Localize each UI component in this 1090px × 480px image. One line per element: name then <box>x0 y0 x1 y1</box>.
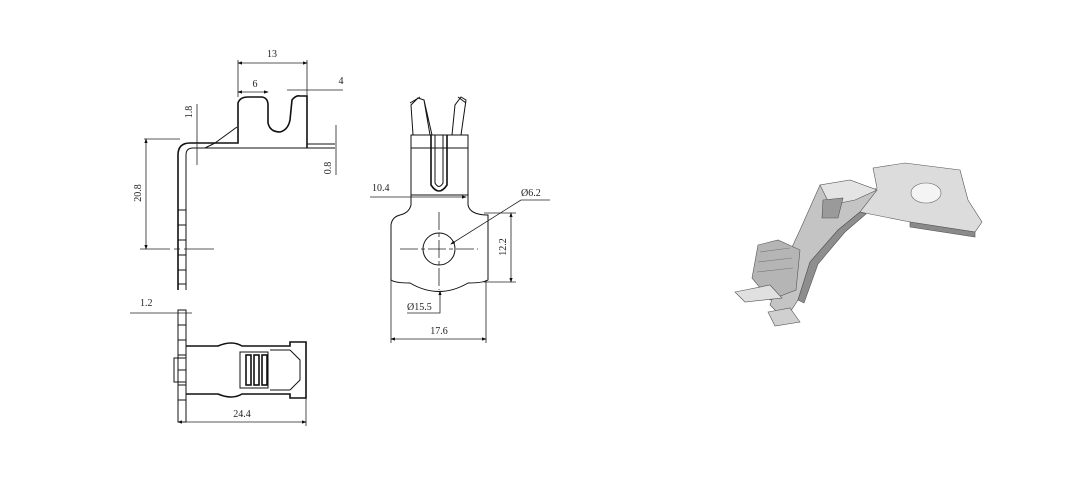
3d-render <box>734 162 983 327</box>
dim-12.2-label: 12.2 <box>498 238 509 256</box>
front-view: 10.4 Ø6.2 12.2 Ø15.5 17.6 <box>370 96 550 343</box>
dim-0.8-label: 0.8 <box>323 162 334 175</box>
dim-15.5-label: Ø15.5 <box>407 302 432 313</box>
dim-10.4-label: 10.4 <box>372 183 390 194</box>
dim-1.8-label: 1.8 <box>184 106 195 119</box>
dim-20.8-label: 20.8 <box>133 184 144 202</box>
dim-4-label: 4 <box>339 76 344 87</box>
side-view: 13 6 4 1.8 0.8 20.8 <box>133 49 344 290</box>
dim-13-label: 13 <box>267 49 277 60</box>
dim-24.4-label: 24.4 <box>233 409 251 420</box>
dim-hole-label: Ø6.2 <box>521 188 541 199</box>
dim-1.2-label: 1.2 <box>140 298 153 309</box>
bottom-view: 1.2 24.4 <box>130 298 307 426</box>
dim-17.6-label: 17.6 <box>430 326 448 337</box>
dim-6-label: 6 <box>253 79 258 90</box>
